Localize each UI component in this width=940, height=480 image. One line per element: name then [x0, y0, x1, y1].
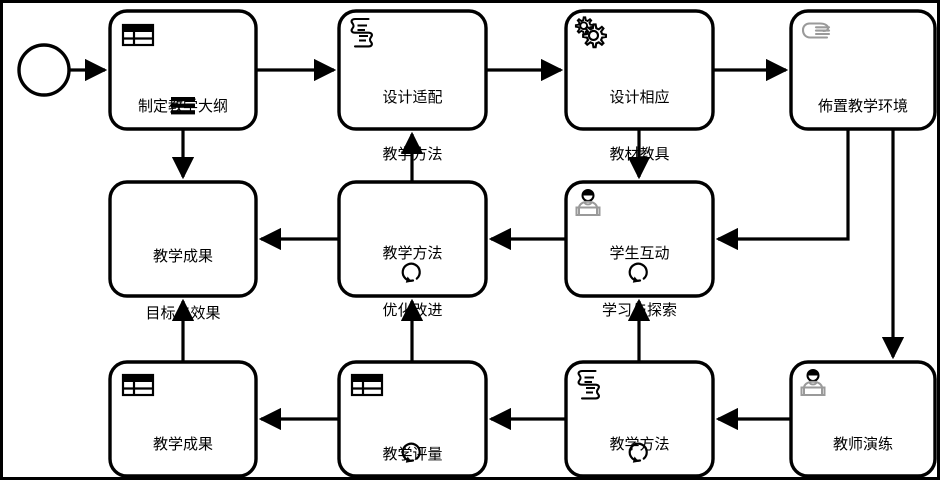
- start-event[interactable]: [17, 43, 71, 97]
- task-node-n4[interactable]: [789, 9, 937, 131]
- task-node-n10[interactable]: [564, 360, 715, 477]
- parallel-multi-instance-marker: [171, 97, 195, 115]
- task-node-n7[interactable]: [564, 180, 715, 298]
- task-node-n6[interactable]: [337, 180, 488, 298]
- task-node-n11[interactable]: [789, 360, 937, 477]
- task-node-n5[interactable]: [108, 180, 258, 298]
- edge-n4-to-n7: [715, 129, 850, 251]
- task-node-n2[interactable]: [337, 9, 488, 131]
- flowchart-svg: [17, 9, 937, 477]
